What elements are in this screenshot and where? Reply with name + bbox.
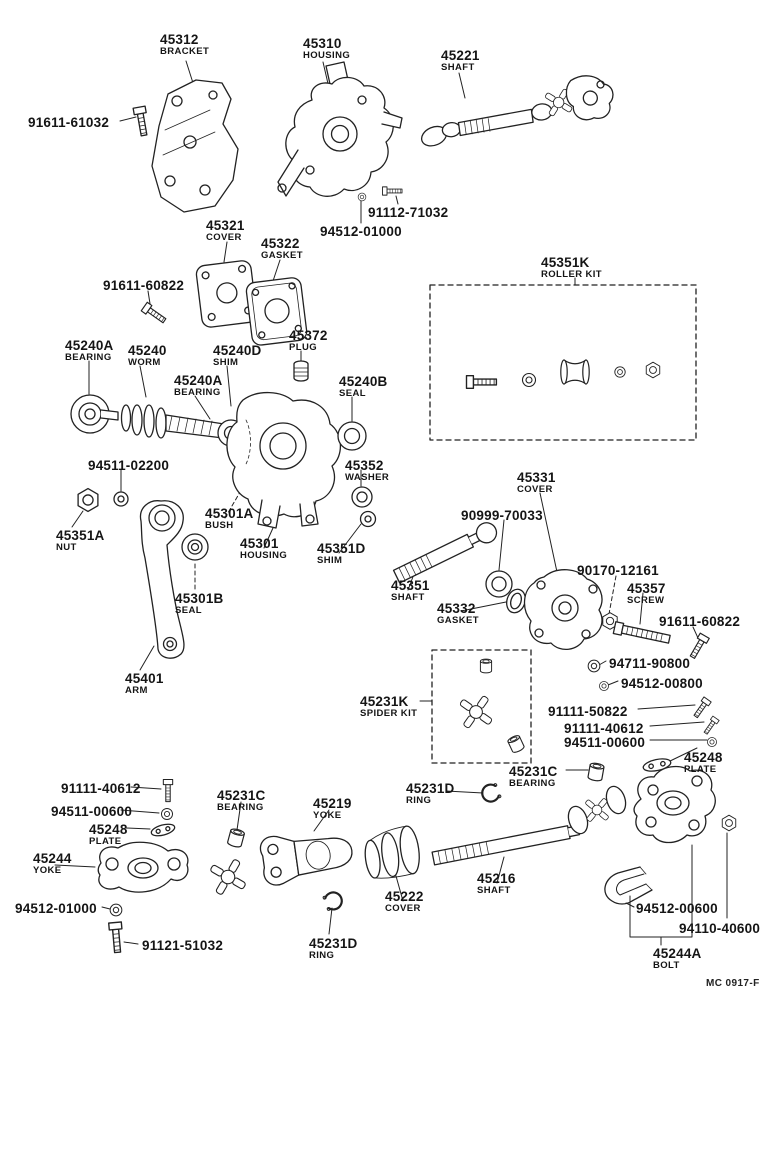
plate-45248-right-drawing	[642, 758, 672, 772]
shaft-45351-drawing	[392, 522, 498, 584]
cover-45331-drawing	[523, 569, 603, 650]
spider-kit-box	[431, 649, 532, 764]
plate-45248-left-drawing	[150, 823, 176, 837]
flange-45244a-drawing	[633, 765, 716, 844]
u-joint-drawing	[567, 785, 627, 835]
spider-bottom-drawing	[201, 850, 255, 904]
shaft-45216-drawing	[431, 825, 581, 866]
bolt-91111-40612-left-drawing	[162, 778, 174, 803]
bearing-45231c-bottom-drawing	[226, 827, 246, 849]
washer-45352-drawing	[351, 486, 373, 508]
spider-kit-contents-drawing	[450, 658, 526, 755]
seal-45301b-drawing	[181, 533, 209, 561]
washer-94511-00600-right-drawing	[706, 736, 718, 748]
shaft-45221-drawing	[420, 75, 614, 147]
bolt-91611-60822-left-drawing	[140, 301, 169, 326]
figure-code: MC 0917-F	[706, 978, 760, 989]
bearing-90999-70033-drawing	[485, 570, 513, 598]
arm-45401-drawing	[139, 500, 185, 659]
nut-94110-40600-drawing	[721, 814, 737, 832]
yoke-45219-drawing	[259, 835, 353, 886]
bolt-91611-61032-drawing	[132, 105, 151, 138]
bolt-91111-50822-drawing	[691, 696, 712, 720]
gasket-45322-drawing	[245, 277, 308, 346]
housing-45310-drawing	[277, 61, 403, 197]
bolt-91611-60822-right-drawing	[687, 632, 710, 661]
bolt-91111-40612-right-drawing	[701, 715, 720, 736]
gasket-45332-drawing	[506, 588, 526, 614]
cover-45222-drawing	[364, 825, 420, 879]
washer-94512-01000-top-drawing	[357, 192, 367, 202]
bearing-45231c-right-drawing	[586, 761, 606, 783]
seal-45240b-drawing	[337, 421, 367, 451]
roller-kit-contents-drawing	[465, 359, 661, 390]
shim-45351d-drawing	[359, 510, 377, 528]
ring-45231d-top-drawing	[478, 781, 503, 806]
bracket-45312-drawing	[151, 79, 239, 213]
yoke-45244-drawing	[97, 841, 189, 893]
ring-45231d-bottom-drawing	[321, 888, 346, 913]
plug-45372-drawing	[293, 360, 309, 382]
housing-45301-drawing	[226, 391, 342, 529]
washer-94511-02200-drawing	[113, 491, 129, 507]
bolt-91112-71032-drawing	[382, 186, 403, 196]
washer-94711-90800-drawing	[587, 659, 601, 673]
washer-94511-00600-left-drawing	[160, 807, 174, 821]
ubolt-94512-00600-drawing	[604, 866, 653, 905]
worm-45240-drawing	[70, 394, 245, 447]
screw-45357-drawing	[612, 621, 671, 644]
washer-94512-01000-bottom-drawing	[109, 903, 123, 917]
washer-94512-00800-drawing	[598, 680, 610, 692]
roller-kit-box	[429, 284, 697, 441]
nut-45351a-drawing	[77, 487, 99, 513]
bolt-91121-51032-drawing	[107, 921, 125, 954]
